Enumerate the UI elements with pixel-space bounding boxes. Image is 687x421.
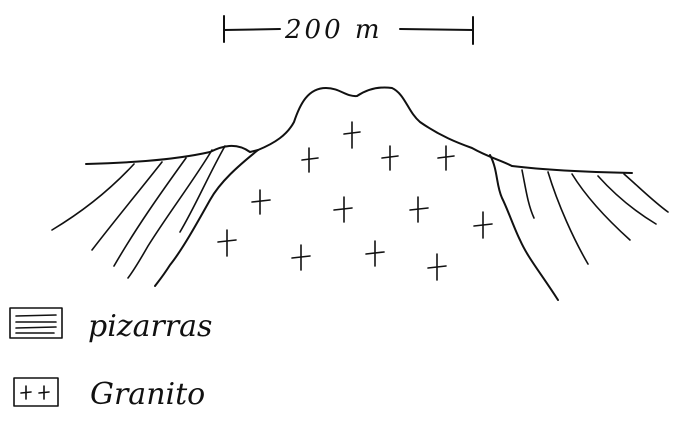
pizarras-label: pizarras [88,309,212,344]
pizarras-strata-right [522,170,668,264]
granite-plus [334,197,352,222]
right-ground-surface [512,166,632,173]
granite-plus [344,122,360,148]
legend-item-pizarras: pizarras [10,308,212,344]
scale-label: 200 m [284,15,383,45]
pizarras-strata-left [52,146,225,278]
granito-label: Granito [90,377,205,412]
granite-symbols [218,122,492,280]
left-ground-surface [86,146,258,164]
slate-line-right-2 [548,172,588,264]
granite-plus [428,254,446,280]
granite-plus [474,212,492,238]
scale-bar-left-line [224,29,280,30]
slate-line-left-4 [128,150,212,278]
granito-symbol [14,378,58,406]
scale-bar: 200 m [224,15,473,45]
scale-bar-right-line [400,29,473,30]
granite-plus [438,146,454,170]
pizarras-symbol [10,308,62,338]
slate-line-right-3 [572,174,630,240]
granite-dome-top [258,87,512,166]
legend-item-granito: Granito [14,377,205,412]
legend: pizarras Granito [10,308,212,412]
granite-plus [382,146,398,170]
slate-line-right-1 [522,170,534,218]
left-contact [155,150,258,286]
slate-line-left-1 [52,164,134,230]
granite-plus [292,245,310,270]
granite-contacts [155,150,558,300]
granite-plus [218,230,236,256]
granite-plus [410,197,428,222]
granite-plus [302,148,318,172]
ground-profile [86,87,632,173]
granite-plus [252,190,270,214]
granite-plus [366,241,384,266]
